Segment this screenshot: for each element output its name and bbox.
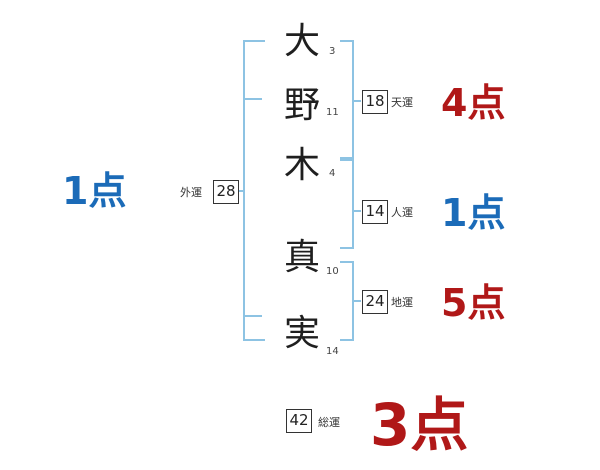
gaiun-label: 外運 <box>180 186 202 199</box>
jinun-value-box: 14 <box>362 200 388 224</box>
stroke-count-3: 4 <box>329 168 336 179</box>
chiun-label: 地運 <box>391 296 413 309</box>
name-char-1: 大 <box>283 21 320 62</box>
stroke-count-1: 3 <box>329 46 336 57</box>
gaiun-score: 1点 <box>62 169 127 213</box>
jinun-bracket <box>340 159 354 249</box>
name-char-2: 野 <box>283 85 320 126</box>
tenun-bracket <box>340 40 354 159</box>
gaiun-bracket <box>243 40 265 341</box>
name-char-3: 木 <box>283 145 320 186</box>
jinun-score: 1点 <box>441 191 506 235</box>
chiun-bracket <box>340 261 354 341</box>
stroke-count-2: 11 <box>326 107 339 118</box>
souun-value-box: 42 <box>286 409 312 433</box>
stroke-count-5: 14 <box>326 346 339 357</box>
chiun-value-box: 24 <box>362 290 388 314</box>
name-char-4: 真 <box>283 237 320 278</box>
name-char-5: 実 <box>283 313 320 354</box>
jinun-label: 人運 <box>391 206 413 219</box>
chiun-score: 5点 <box>441 281 506 325</box>
tenun-label: 天運 <box>391 96 413 109</box>
stroke-count-4: 10 <box>326 266 339 277</box>
souun-score: 3点 <box>370 391 469 459</box>
souun-label: 総運 <box>318 416 340 429</box>
tenun-score: 4点 <box>441 81 506 125</box>
gaiun-value-box: 28 <box>213 180 239 204</box>
tenun-value-box: 18 <box>362 90 388 114</box>
